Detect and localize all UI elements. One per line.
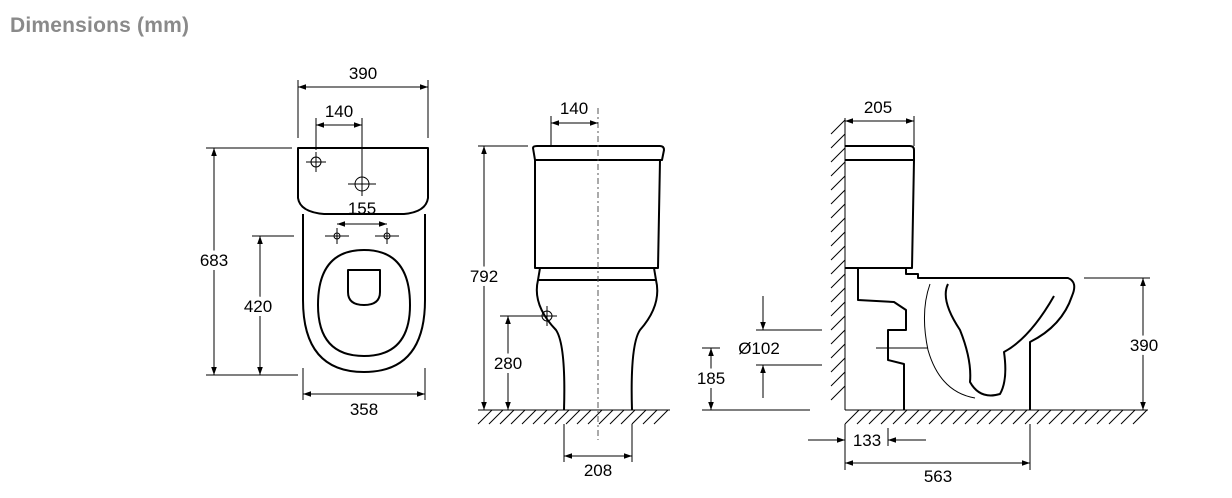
side-cistern-lid xyxy=(845,145,915,161)
dim-outlet-height: 185 xyxy=(697,369,725,388)
top-recess-outline xyxy=(347,269,381,306)
dim-foot-width: 208 xyxy=(584,461,612,480)
dim-height-overall: 792 xyxy=(470,267,498,286)
side-bowl-outer xyxy=(845,267,1076,410)
front-bowl-body xyxy=(535,279,659,411)
dim-width-overall: 390 xyxy=(349,64,377,83)
top-seat-outline xyxy=(317,249,411,357)
dim-outlet-diameter: Ø102 xyxy=(738,339,780,358)
dim-base-width: 358 xyxy=(350,400,378,419)
dim-length-overall: 683 xyxy=(200,251,228,270)
dim-outlet-from-wall: 133 xyxy=(853,431,881,450)
dim-cistern-offset: 140 xyxy=(560,99,588,118)
side-cistern-body xyxy=(845,159,915,269)
side-trap-outer xyxy=(857,268,907,410)
page-title: Dimensions (mm) xyxy=(10,14,190,37)
dim-inlet-height: 280 xyxy=(494,354,522,373)
top-cistern-outline xyxy=(297,147,429,215)
front-view: 140 792 280 208 xyxy=(466,99,670,480)
dim-projection: 563 xyxy=(924,467,952,486)
dim-cistern-depth: 205 xyxy=(864,98,892,117)
side-floor-hatch xyxy=(844,409,1148,425)
side-trap-curve xyxy=(923,283,976,399)
side-view: 205 Ø102 185 390 133 563 xyxy=(693,98,1162,486)
dim-rim-height: 390 xyxy=(1130,336,1158,355)
front-bowl-rim xyxy=(537,267,657,281)
front-cistern-body xyxy=(534,159,661,269)
front-cistern-lid xyxy=(532,145,665,161)
dim-seat-to-back: 420 xyxy=(244,297,272,316)
front-floor-hatch xyxy=(477,409,669,425)
dim-fixing-spacing: 155 xyxy=(348,199,376,218)
dim-inlet-offset: 140 xyxy=(325,102,353,121)
top-view: 390 140 155 683 420 358 xyxy=(196,64,429,419)
top-bowl-outline xyxy=(302,214,426,373)
side-trap-inner xyxy=(944,283,1055,397)
side-wall-hatch xyxy=(830,119,846,401)
